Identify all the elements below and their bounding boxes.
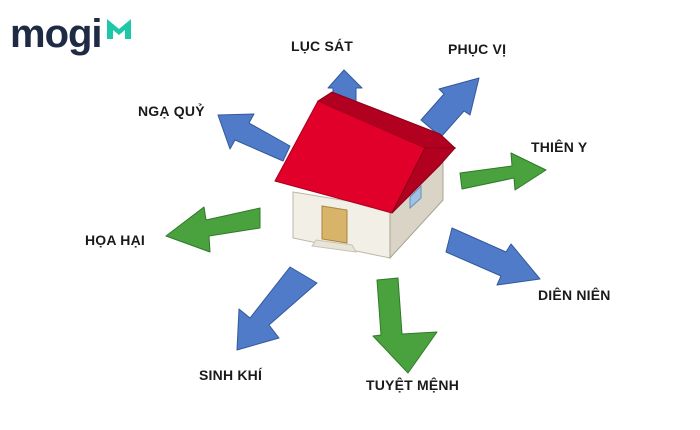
direction-label-hoa-hai: HỌA HẠI — [85, 232, 145, 248]
logo-mark-icon — [106, 19, 131, 39]
direction-label-nga-quy: NGẠ QUỶ — [138, 103, 205, 119]
arrow-nga-quy — [217, 113, 291, 162]
direction-label-dien-nien: DIÊN NIÊN — [538, 287, 611, 303]
arrow-hoa-hai — [165, 206, 261, 253]
house-window — [409, 184, 422, 210]
mogi-logo[interactable]: mogi — [10, 10, 132, 58]
house-roof-side — [391, 147, 457, 214]
house-illustration — [274, 91, 457, 260]
arrow-dien-nien — [445, 227, 541, 286]
direction-label-phuc-vi: PHỤC VỊ — [448, 41, 507, 57]
arrow-sinh-khi — [236, 266, 318, 351]
direction-label-luc-sat: LỤC SÁT — [291, 38, 354, 54]
house-door — [321, 205, 348, 244]
logo-text: mogi — [10, 12, 103, 56]
direction-label-thien-y: THIÊN Y — [531, 139, 588, 155]
direction-label-tuyet-menh: TUYỆT MỆNH — [366, 377, 459, 393]
arrow-phuc-vi — [420, 77, 480, 138]
arrow-thien-y — [459, 152, 547, 191]
arrow-tuyet-menh — [372, 277, 438, 374]
house-step — [311, 239, 357, 253]
direction-label-sinh-khi: SINH KHÍ — [199, 367, 263, 383]
